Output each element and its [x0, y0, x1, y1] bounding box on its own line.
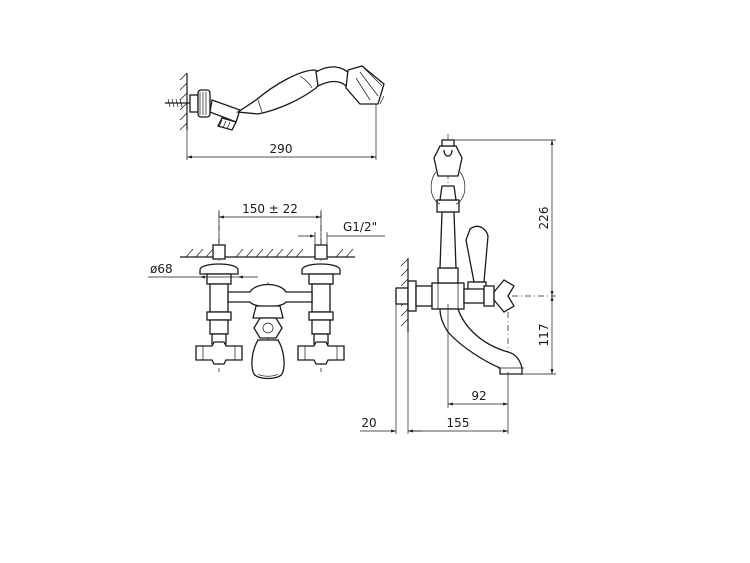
- dim-spout-reach: 92: [471, 389, 486, 403]
- mixer-side-view: 226 117 92 20 155: [360, 134, 556, 434]
- dim-wall-offset: 20: [361, 416, 376, 430]
- dim-handshower-length: 290: [270, 142, 293, 156]
- dim-flange-diameter: ø68: [150, 262, 173, 276]
- dim-total-depth: 155: [447, 416, 470, 430]
- dim-thread-size: G1/2": [343, 220, 377, 234]
- dim-center-distance: 150 ± 22: [242, 202, 298, 216]
- dim-spout-lower-height: 117: [537, 324, 551, 347]
- mixer-front-view: 150 ± 22 G1/2" ø68: [148, 202, 385, 382]
- dim-spout-height: 226: [537, 207, 551, 230]
- hand-shower-view: 290: [165, 65, 385, 160]
